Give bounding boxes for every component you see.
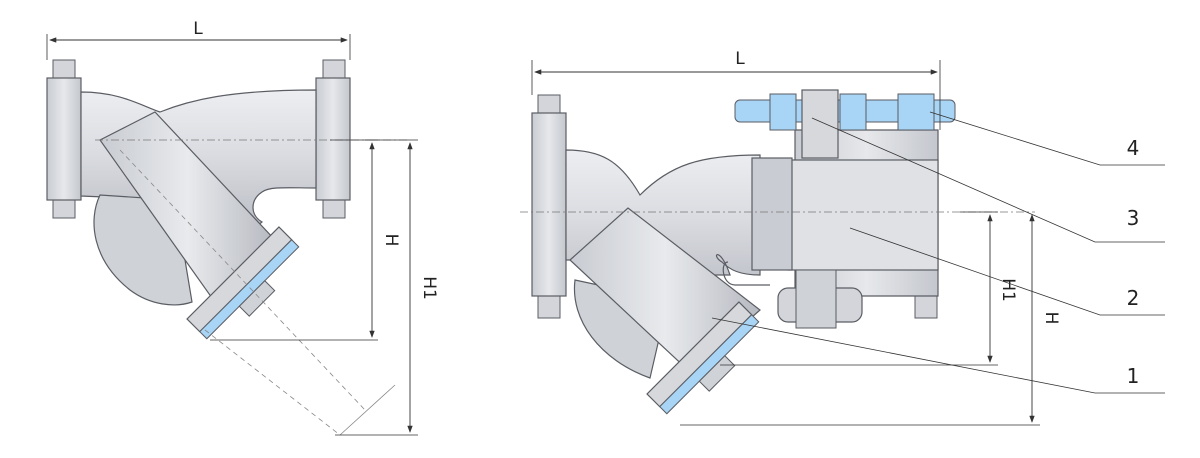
- screen-removal-line: [119, 149, 366, 411]
- right-flange-stud: [322, 199, 346, 219]
- left-strainer-view: L H H1: [46, 19, 439, 436]
- callout-leader-1: [711, 317, 1165, 394]
- callout-number-1: 1: [1127, 364, 1140, 388]
- screen-removal-line: [204, 329, 341, 436]
- body-neck: [751, 157, 793, 271]
- right-dim-height-label: H: [1041, 312, 1061, 325]
- left-dim-length-label: L: [193, 19, 203, 39]
- bolt-nut: [839, 93, 867, 131]
- callout-leader-4: [929, 111, 1165, 166]
- right-flange-stud: [322, 59, 346, 79]
- callout-number-2: 2: [1127, 286, 1140, 310]
- vent-flange: [795, 269, 837, 329]
- inlet-flange-stud: [537, 94, 561, 114]
- bonnet-cover: [787, 159, 939, 271]
- outlet-flange-stud: [914, 295, 938, 319]
- bolt-nut: [897, 93, 935, 131]
- callout-leader-2: [849, 227, 1165, 316]
- right-dim-length-label: L: [735, 49, 745, 69]
- drain-plug: [238, 280, 276, 317]
- callout-number-4: 4: [1127, 136, 1140, 160]
- bolt-nut: [769, 93, 797, 131]
- strainer-body: [565, 149, 761, 301]
- vent-pipe: [722, 261, 770, 286]
- right-dim-height1-label: H1: [998, 278, 1018, 302]
- bolt-lug: [801, 89, 839, 159]
- left-dim-height1-label: H1: [419, 276, 439, 300]
- cover-flange: [646, 301, 760, 415]
- left-flange-stud: [52, 59, 76, 79]
- callout-number-3: 3: [1127, 206, 1140, 230]
- inlet-flange: [46, 77, 82, 201]
- screen-removal-end: [339, 384, 396, 436]
- drain-plug: [698, 355, 736, 392]
- left-flange-stud: [52, 199, 76, 219]
- cover-flange: [186, 226, 300, 340]
- callout-leader-3: [811, 117, 1165, 243]
- left-dim-height-label: H: [381, 234, 401, 247]
- inlet-flange: [531, 112, 567, 297]
- inlet-flange-stud: [537, 295, 561, 319]
- outlet-flange: [315, 77, 351, 201]
- right-strainer-view: L H1 H 4 3 2 1: [520, 49, 1165, 426]
